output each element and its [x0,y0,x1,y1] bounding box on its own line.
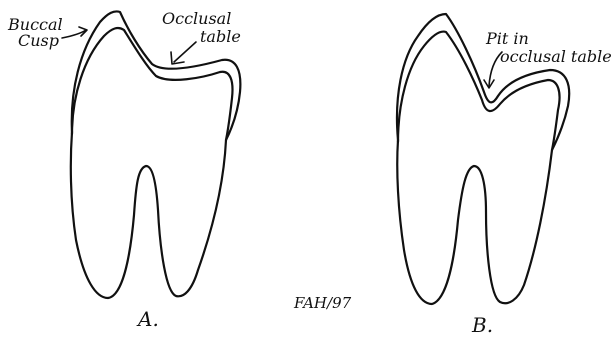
tooth-a-outline [71,11,241,298]
panel-label-b: B. [471,313,493,337]
tooth-a [62,11,240,298]
pit-label-line1: Pit in [485,29,529,48]
artist-signature: FAH/97 [293,294,352,312]
occlusal-table-label-line1: Occlusal [162,9,231,28]
occlusal-table-arrow [174,42,196,62]
buccal-cusp-label-line2: Cusp [18,31,59,50]
panel-label-a: A. [136,307,159,331]
pit-label-line2: occlusal table [500,47,611,66]
occlusal-table-label-line2: table [200,27,241,46]
